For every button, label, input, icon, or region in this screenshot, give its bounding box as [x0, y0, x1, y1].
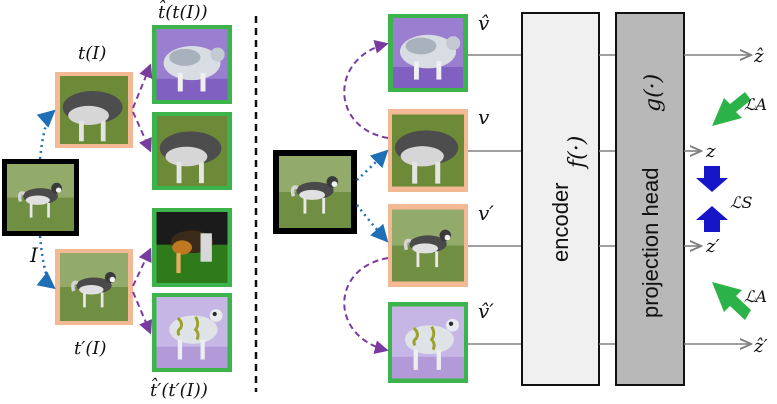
loss-arrow-s-up: [696, 206, 728, 232]
dotted-arrow-to-v-prime: [356, 204, 389, 243]
output-z-hat-prime: ẑ′: [753, 336, 768, 357]
label-t-prime-of-I: t′(I): [74, 338, 106, 359]
projection-head-func: g(·): [641, 74, 666, 112]
view-v-prime: [388, 204, 468, 287]
output-z: z: [705, 141, 716, 162]
dashed-arrow-1: [132, 63, 153, 109]
dashed-curve-top: [343, 39, 389, 139]
view-t-prime-image: [55, 249, 133, 325]
label-t-hat-prime: t̂′(t′(I)): [150, 376, 208, 401]
label-t-hat-t-I: t̂(t(I)): [158, 0, 208, 23]
label-I: I: [29, 243, 39, 267]
dashed-curve-bottom: [343, 257, 389, 355]
aug-bottom-1: [152, 208, 232, 287]
loss-LA-top: ℒA: [744, 95, 767, 114]
left-panel: I t(I) t′(I) t̂(t(I)): [2, 0, 232, 401]
label-v-hat: v̂: [478, 11, 490, 35]
view-v-hat: [388, 14, 468, 92]
encoder-func: f(·): [565, 136, 590, 170]
right-panel: v̂ v v′ v̂′ encoder f(·) projection head…: [273, 11, 768, 386]
label-v: v: [478, 105, 490, 129]
aug-bottom-2: [152, 293, 232, 372]
projection-head-block: [615, 12, 685, 386]
right-source-image: [273, 150, 357, 234]
aug-top-1: [152, 25, 232, 104]
output-z-hat: ẑ: [753, 46, 764, 67]
label-v-hat-prime: v̂′: [478, 299, 494, 323]
loss-LS: ℒS: [730, 193, 753, 212]
dashed-arrow-2: [132, 111, 152, 153]
dashed-arrow-3: [132, 247, 152, 287]
encoder-label: encoder: [548, 182, 573, 262]
loss-LA-bottom: ℒA: [744, 287, 767, 306]
aug-top-2: [152, 112, 232, 190]
output-z-prime: z′: [705, 236, 720, 257]
dotted-arrow-to-v: [356, 149, 389, 181]
loss-arrow-top: [712, 92, 751, 126]
loss-arrow-s-down: [696, 166, 728, 192]
source-image: [2, 159, 79, 236]
label-t-of-I: t(I): [78, 43, 106, 64]
view-v-hat-prime: [388, 302, 468, 383]
dashed-arrow-4: [132, 291, 153, 335]
view-t-image: [55, 72, 133, 148]
dotted-arrow-down: [36, 235, 56, 290]
dotted-arrow-up: [36, 109, 56, 160]
label-v-prime: v′: [478, 201, 494, 225]
encoder-block: [521, 12, 600, 386]
projection-head-label: projection head: [638, 168, 663, 318]
loss-arrow-bottom: [712, 282, 751, 320]
view-v: [388, 109, 468, 192]
